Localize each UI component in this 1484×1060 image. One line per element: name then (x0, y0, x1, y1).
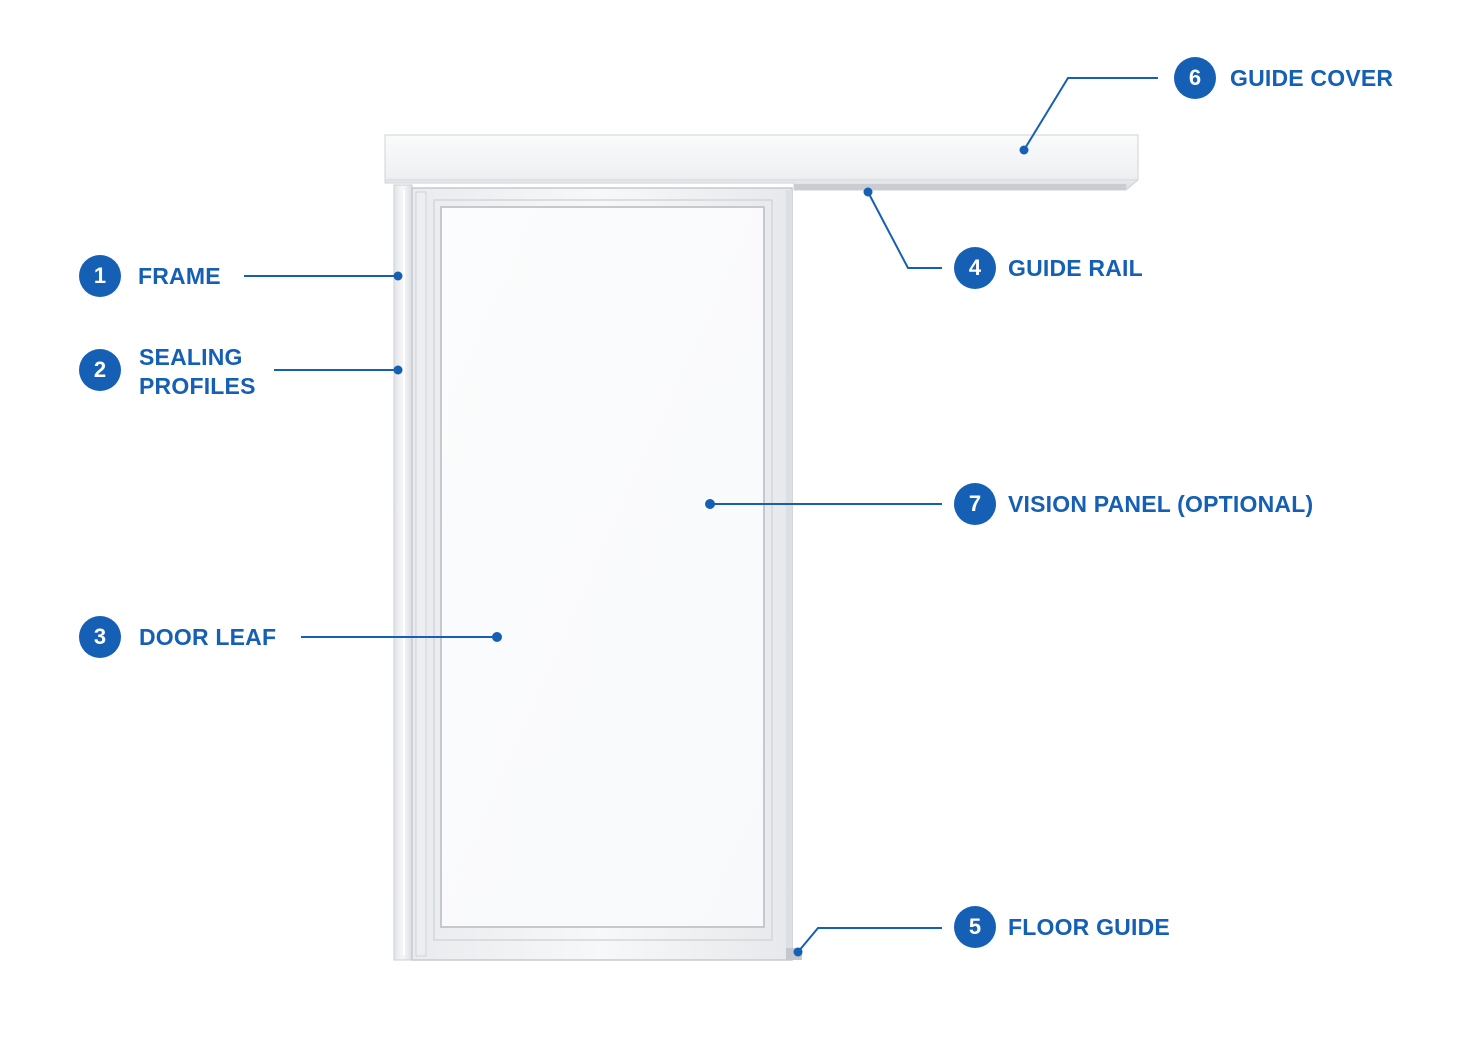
callout-label-guide-rail: GUIDE RAIL (1008, 255, 1143, 281)
door-leaf (411, 187, 802, 961)
dot-vision-panel (705, 499, 715, 509)
vision-panel (440, 206, 765, 928)
dot-guide-rail (863, 187, 873, 197)
callout-label-sealing: SEALING (139, 344, 243, 370)
dot-sealing (393, 365, 403, 375)
callout-badge-1: 1 (79, 255, 121, 297)
leader-line-guide-cover (1023, 77, 1158, 151)
callout-label-floor-guide: FLOOR GUIDE (1008, 914, 1170, 940)
callout-label-guide-cover: GUIDE COVER (1230, 65, 1394, 91)
door-leaf-inner-rebate (433, 199, 773, 941)
leader-line-floor-guide (797, 927, 942, 953)
frame (393, 184, 413, 961)
dot-floor-guide (793, 947, 803, 957)
leader-dots (393, 145, 1029, 957)
callout-badge-6: 6 (1174, 57, 1216, 99)
callout-badge-5: 5 (954, 906, 996, 948)
callout-badge-4: 4 (954, 247, 996, 289)
callout-badge-7: 7 (954, 483, 996, 525)
guide-rail (794, 184, 1126, 190)
dot-door-leaf (492, 632, 502, 642)
callout-label-vision-panel: VISION PANEL (OPTIONAL) (1008, 491, 1314, 517)
callout-label-door-leaf: DOOR LEAF (139, 624, 277, 650)
door-leaf-right-edge (786, 190, 792, 958)
guide-cover (384, 134, 1139, 191)
callout-badge-3: 3 (79, 616, 121, 658)
leader-line-guide-rail (867, 191, 942, 269)
dot-guide-cover (1019, 145, 1029, 155)
leader-lines (244, 77, 1158, 953)
callout-badge-2: 2 (79, 349, 121, 391)
callout-label-profiles: PROFILES (139, 373, 256, 399)
sealing-profile (415, 191, 427, 957)
callout-label-frame: FRAME (138, 263, 221, 289)
dot-frame (393, 271, 403, 281)
guide-cover-body (384, 134, 1139, 191)
